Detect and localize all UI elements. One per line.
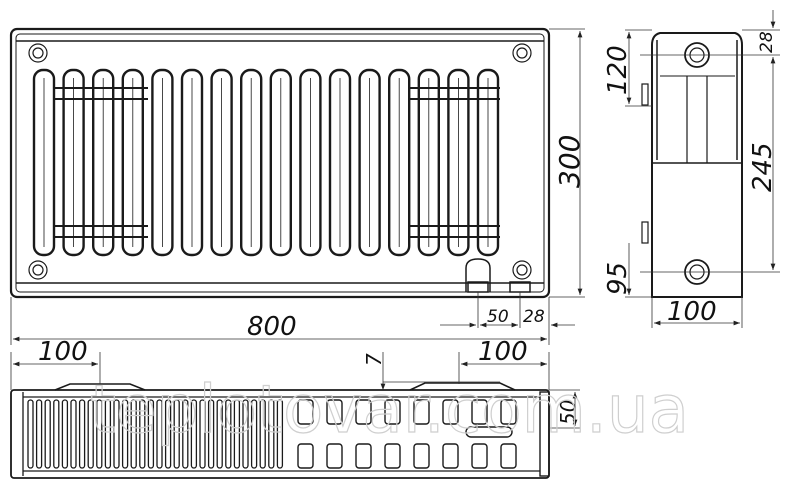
bracket-left-label: 100 <box>38 337 88 367</box>
center-distance-label: 245 <box>748 142 778 192</box>
top-depth-label: 50 <box>556 400 580 425</box>
top-offset-label: 120 <box>603 45 633 95</box>
top-view <box>10 382 550 479</box>
top-gap-label: 7 <box>362 353 386 366</box>
height-label: 300 <box>553 135 586 188</box>
conn-offset-28-label: 28 <box>523 307 545 327</box>
top-dimensions <box>10 352 580 429</box>
side-dimensions <box>625 10 780 328</box>
bracket-right-label: 100 <box>478 337 528 367</box>
mounting-rails <box>55 87 500 238</box>
convector-channels <box>32 68 500 257</box>
side-view <box>641 32 743 298</box>
front-dimensions <box>10 28 585 345</box>
plug-icon <box>28 43 532 280</box>
slots <box>297 399 517 469</box>
front-view <box>9 27 551 299</box>
depth-label: 100 <box>667 297 717 327</box>
top-connection-label: 28 <box>757 31 777 53</box>
conn-offset-50-label: 50 <box>487 307 509 327</box>
watermark: teplotovar.com.ua <box>90 371 689 448</box>
bottom-connections <box>465 258 531 293</box>
bracket-right <box>409 382 516 391</box>
width-label: 800 <box>247 312 297 342</box>
bottom-connection-label: 95 <box>603 262 633 295</box>
fins <box>27 399 284 469</box>
